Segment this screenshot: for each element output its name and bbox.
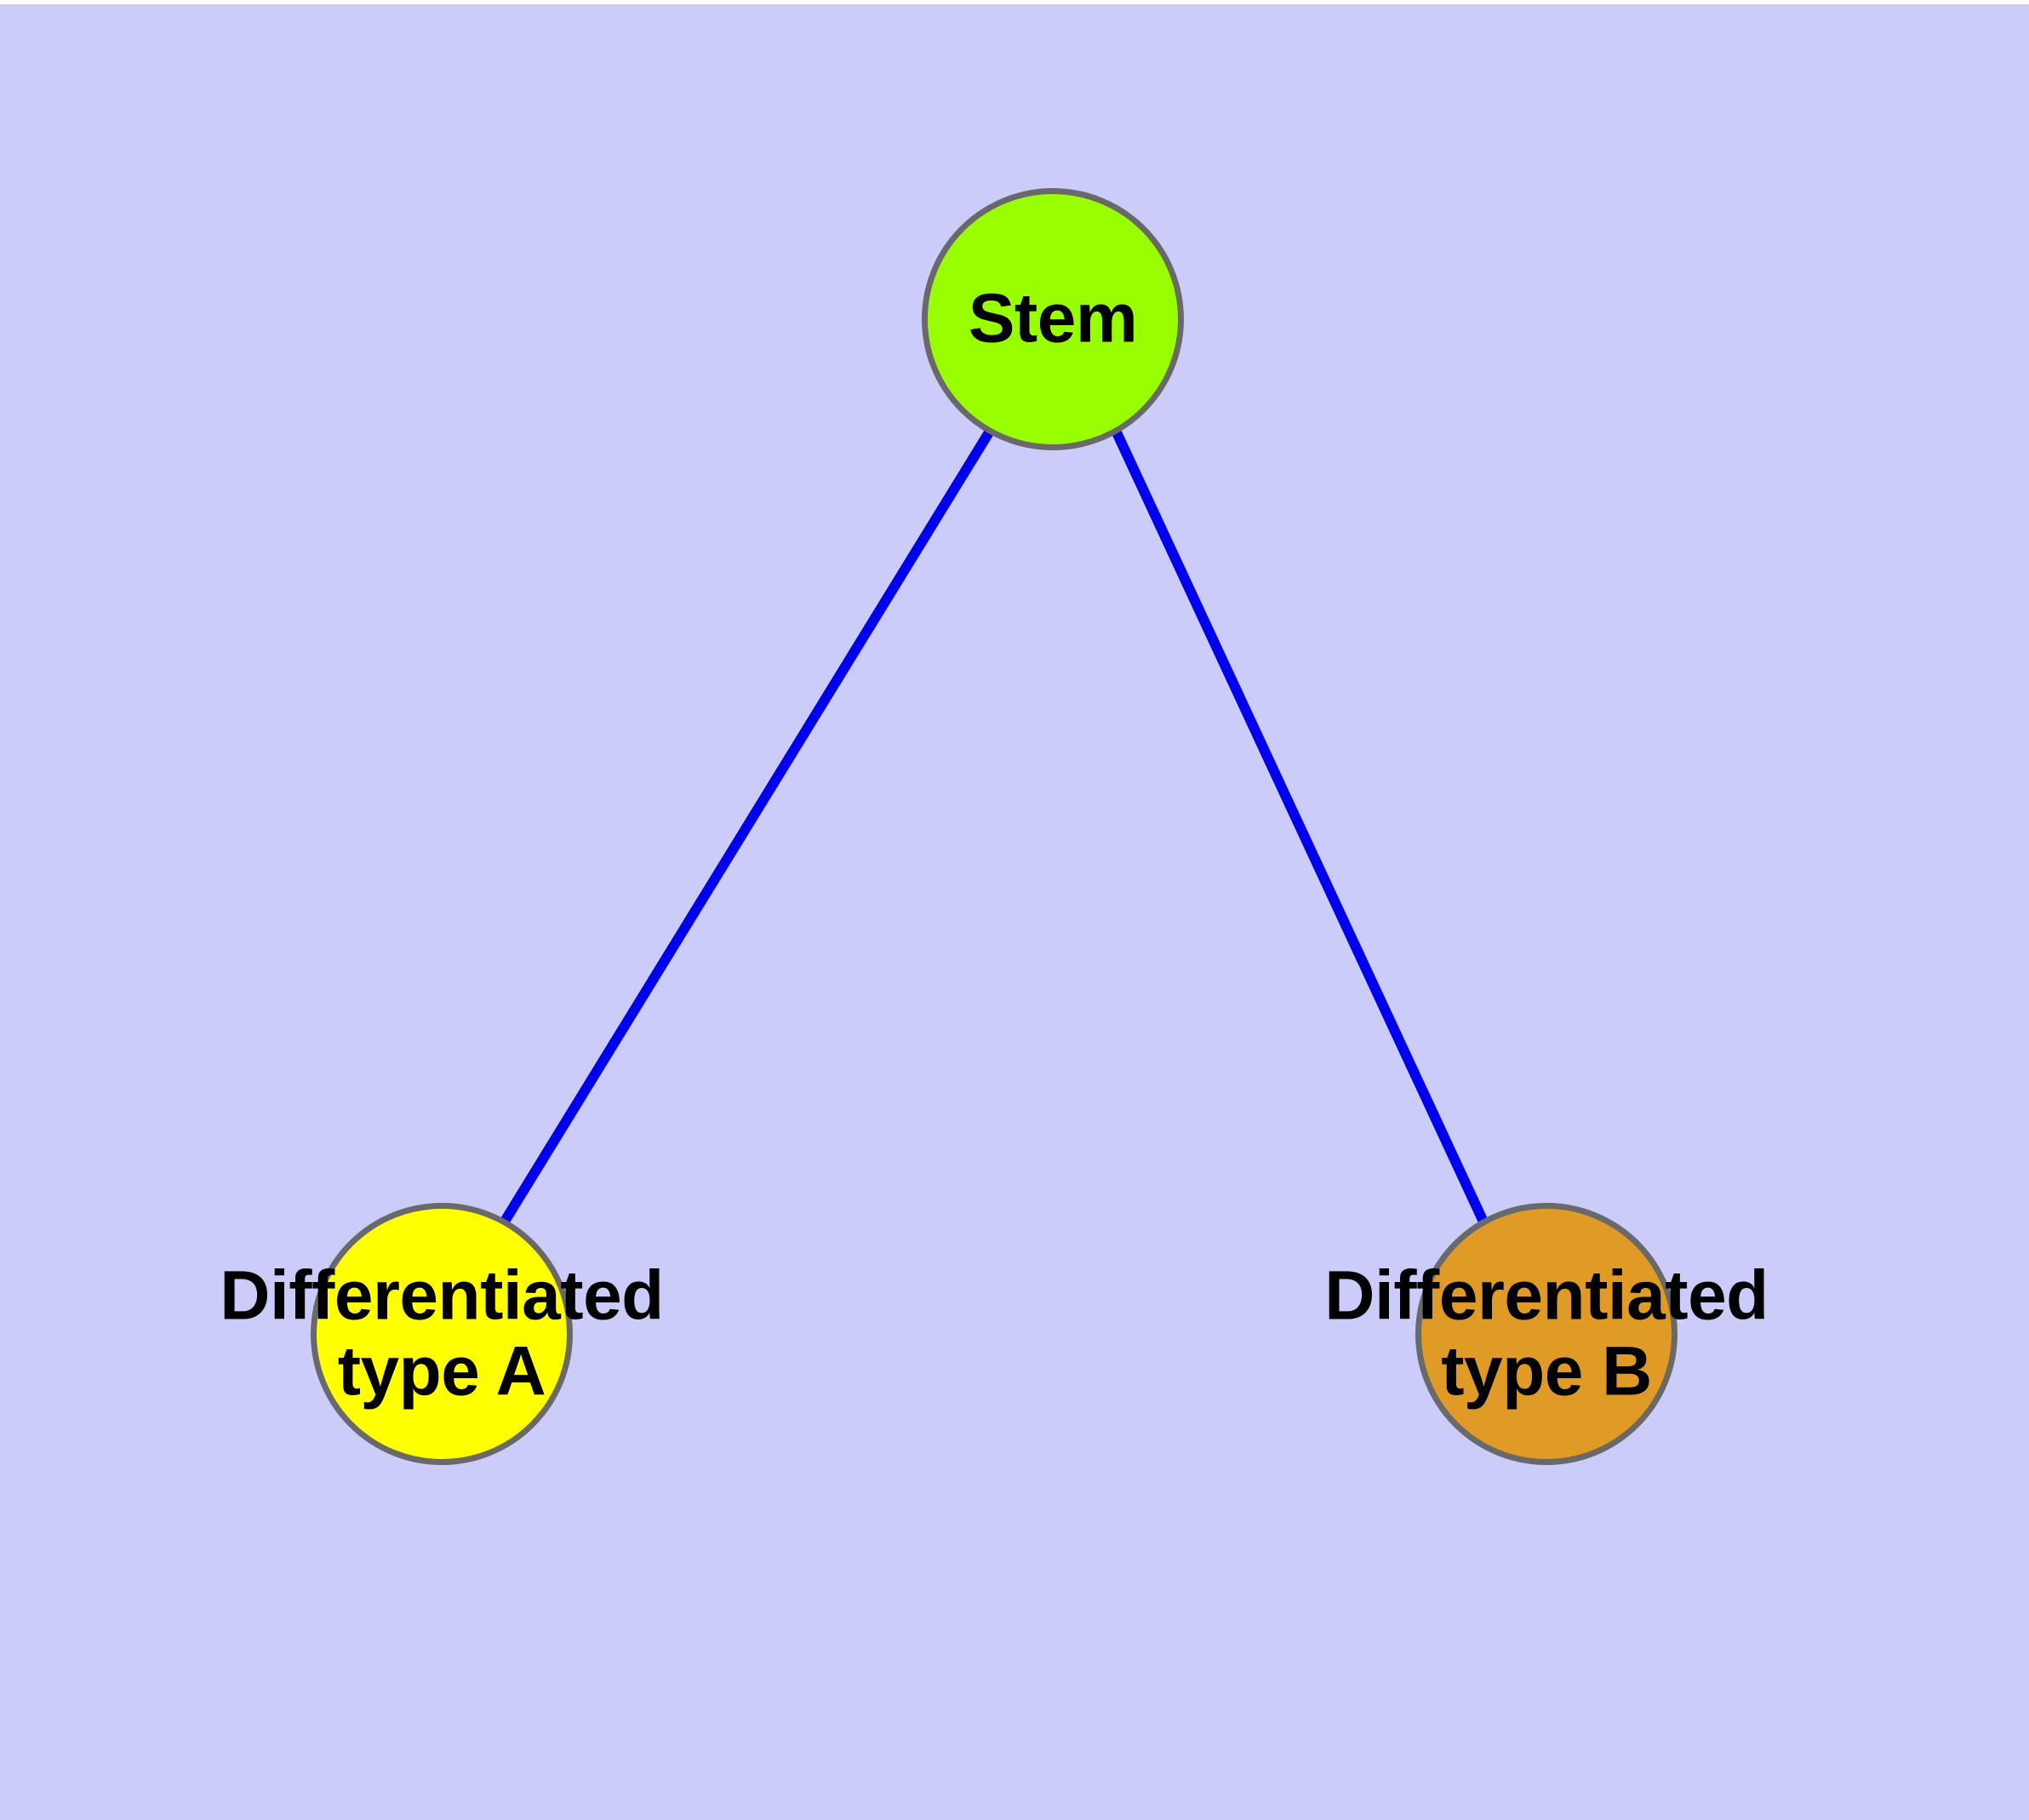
node-stem-label-line-0: Stem xyxy=(968,279,1138,358)
edge-stem-to-type-a xyxy=(500,429,994,1223)
node-stem-label: Stem xyxy=(968,279,1138,358)
node-differentiated-type-b[interactable]: Differentiated type B xyxy=(1324,1203,1769,1465)
node-differentiated-type-a[interactable]: Differentiated type A xyxy=(220,1203,664,1465)
edge-stem-to-type-b xyxy=(1112,430,1488,1222)
node-stem[interactable]: Stem xyxy=(922,188,1184,450)
